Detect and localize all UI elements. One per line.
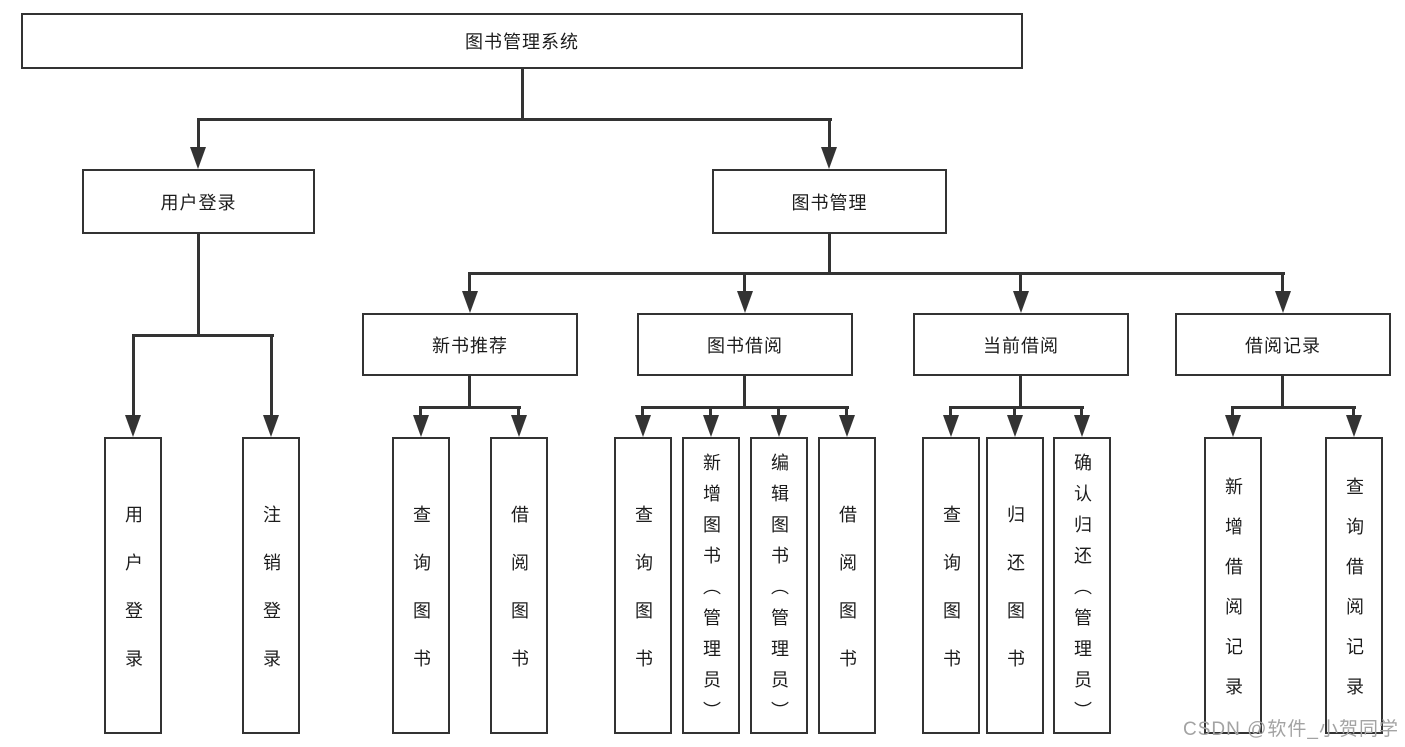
connector-line [828, 118, 831, 150]
arrowhead-down-icon [1275, 291, 1291, 313]
connector-line [132, 334, 135, 417]
leaf-confirm-return-admin-label: 确认归还（管理员） [1072, 452, 1092, 732]
connector-line [743, 272, 746, 294]
leaf-query-books-borrow-label: 查询图书 [633, 504, 653, 697]
node-current-borrow-label: 当前借阅 [983, 335, 1059, 356]
connector-line [468, 272, 1285, 275]
node-book-management-label: 图书管理 [791, 192, 868, 213]
leaf-query-books-recommend-label: 查询图书 [411, 504, 431, 697]
connector-line [743, 376, 746, 409]
arrowhead-down-icon [413, 415, 429, 437]
connector-line [1281, 272, 1284, 294]
leaf-confirm-return-admin: 确认归还（管理员） [1053, 437, 1111, 734]
leaf-borrow-books-label: 借阅图书 [837, 504, 857, 697]
connector-line [1231, 406, 1234, 419]
connector-line [641, 406, 849, 409]
leaf-query-books-recommend: 查询图书 [392, 437, 450, 734]
connector-line [845, 406, 848, 419]
leaf-add-borrow-record: 新增借阅记录 [1204, 437, 1262, 734]
arrowhead-down-icon [737, 291, 753, 313]
connector-line [521, 69, 524, 121]
connector-line [1019, 376, 1022, 409]
connector-line [197, 118, 200, 150]
arrowhead-down-icon [1346, 415, 1362, 437]
node-new-book-recommend: 新书推荐 [362, 313, 578, 376]
leaf-logout-label: 注销登录 [261, 504, 281, 697]
arrowhead-down-icon [511, 415, 527, 437]
connector-line [949, 406, 1084, 409]
leaf-add-borrow-record-label: 新增借阅记录 [1223, 476, 1243, 717]
leaf-borrow-books-recommend-label: 借阅图书 [509, 504, 529, 697]
connector-line [1019, 272, 1022, 294]
arrowhead-down-icon [1013, 291, 1029, 313]
arrowhead-down-icon [635, 415, 651, 437]
leaf-add-book-admin-label: 新增图书（管理员） [701, 452, 721, 732]
leaf-query-books-current-label: 查询图书 [941, 504, 961, 697]
connector-line [517, 406, 520, 419]
connector-line [1352, 406, 1355, 419]
node-system: 图书管理系统 [21, 13, 1023, 69]
node-book-management: 图书管理 [712, 169, 947, 234]
node-borrow-records-label: 借阅记录 [1245, 335, 1321, 356]
leaf-query-books-current: 查询图书 [922, 437, 980, 734]
connector-line [197, 234, 200, 337]
leaf-query-borrow-record: 查询借阅记录 [1325, 437, 1383, 734]
leaf-logout: 注销登录 [242, 437, 300, 734]
node-user-login-label: 用户登录 [160, 192, 237, 213]
connector-line [1013, 406, 1016, 419]
connector-line [709, 406, 712, 419]
connector-line [419, 406, 422, 419]
arrowhead-down-icon [771, 415, 787, 437]
arrowhead-down-icon [839, 415, 855, 437]
arrowhead-down-icon [462, 291, 478, 313]
connector-line [1080, 406, 1083, 419]
arrowhead-down-icon [1074, 415, 1090, 437]
connector-line [1231, 406, 1356, 409]
connector-line [949, 406, 952, 419]
connector-line [419, 406, 521, 409]
leaf-query-books-borrow: 查询图书 [614, 437, 672, 734]
connector-line [1281, 376, 1284, 409]
connector-line [641, 406, 644, 419]
node-borrow-records: 借阅记录 [1175, 313, 1391, 376]
arrowhead-down-icon [1007, 415, 1023, 437]
arrowhead-down-icon [190, 147, 206, 169]
leaf-query-borrow-record-label: 查询借阅记录 [1344, 476, 1364, 717]
leaf-edit-book-admin-label: 编辑图书（管理员） [769, 452, 789, 732]
connector-line [132, 334, 274, 337]
arrowhead-down-icon [943, 415, 959, 437]
arrowhead-down-icon [703, 415, 719, 437]
connector-line [468, 376, 471, 409]
connector-line [777, 406, 780, 419]
node-book-borrow: 图书借阅 [637, 313, 853, 376]
leaf-return-book-label: 归还图书 [1005, 504, 1025, 697]
leaf-user-login-label: 用户登录 [123, 504, 143, 697]
leaf-borrow-books-recommend: 借阅图书 [490, 437, 548, 734]
connector-line [197, 118, 832, 121]
connector-line [828, 234, 831, 275]
leaf-return-book: 归还图书 [986, 437, 1044, 734]
leaf-borrow-books: 借阅图书 [818, 437, 876, 734]
connector-line [468, 272, 471, 294]
leaf-add-book-admin: 新增图书（管理员） [682, 437, 740, 734]
arrowhead-down-icon [263, 415, 279, 437]
node-current-borrow: 当前借阅 [913, 313, 1129, 376]
node-new-book-recommend-label: 新书推荐 [432, 335, 508, 356]
arrowhead-down-icon [821, 147, 837, 169]
node-system-label: 图书管理系统 [465, 32, 579, 52]
connector-line [270, 334, 273, 417]
node-user-login: 用户登录 [82, 169, 315, 234]
leaf-user-login: 用户登录 [104, 437, 162, 734]
arrowhead-down-icon [125, 415, 141, 437]
arrowhead-down-icon [1225, 415, 1241, 437]
leaf-edit-book-admin: 编辑图书（管理员） [750, 437, 808, 734]
watermark: CSDN @软件_小贺同学 [1183, 719, 1399, 740]
node-book-borrow-label: 图书借阅 [707, 335, 783, 356]
